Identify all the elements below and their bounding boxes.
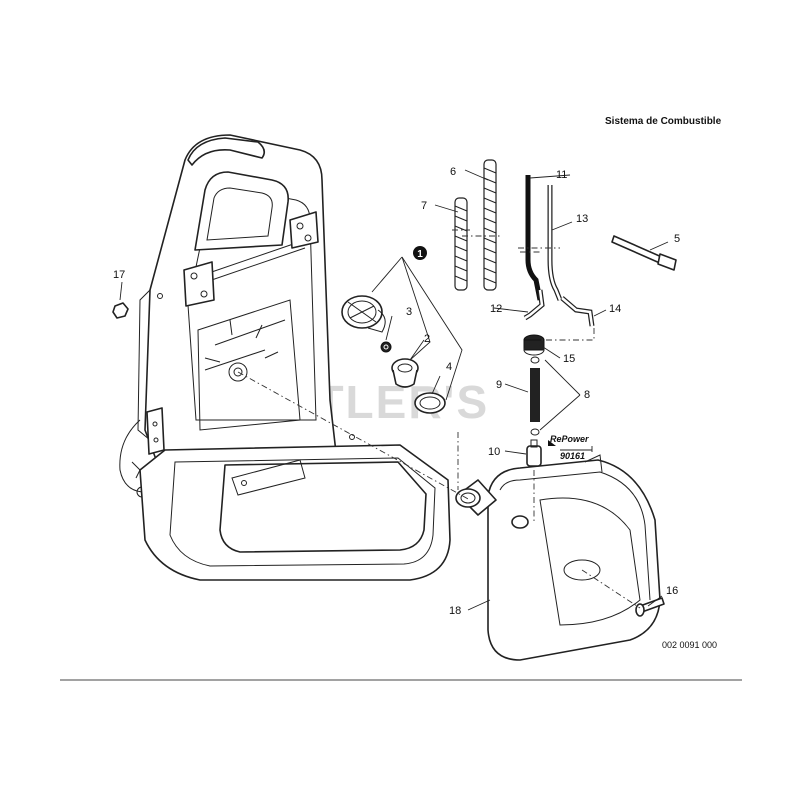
callout-18: 18 (449, 605, 461, 617)
callout-9: 9 (496, 379, 502, 391)
part-3-spring (380, 341, 392, 353)
grommet-15 (523, 334, 545, 356)
callout-13: 13 (576, 213, 588, 225)
part-17-nut (112, 302, 129, 319)
leader-lines (119, 169, 669, 611)
part-5-cable-tie (611, 235, 677, 271)
repower-brand: RePower (550, 434, 589, 444)
repower-number: 90161 (560, 451, 585, 461)
callout-17: 17 (113, 269, 125, 281)
callout-7: 7 (421, 200, 427, 212)
callout-label: 1 (417, 249, 423, 260)
fuel-line-13 (547, 185, 563, 301)
callout-4: 4 (446, 361, 452, 373)
elbow-12 (523, 289, 545, 321)
section-title: Sistema de Combustible (605, 116, 722, 127)
repower-badge: RePower 90161 (548, 434, 593, 461)
elbow-14 (560, 296, 595, 327)
callout-15: 15 (563, 353, 575, 365)
callout-16: 16 (666, 585, 678, 597)
fuel-line-9 (530, 356, 540, 436)
fuel-cap (341, 295, 386, 333)
callout-8: 8 (584, 389, 590, 401)
fuel-line-11 (525, 175, 543, 301)
spiral-sleeve-6 (483, 159, 497, 291)
assembly-lines (237, 229, 641, 609)
callout-badge (413, 246, 427, 260)
callout-11: 11 (556, 169, 567, 181)
callout-14: 14 (609, 303, 621, 315)
callout-3: 3 (406, 306, 412, 318)
backpack-frame (119, 134, 339, 498)
callout-2: 2 (424, 333, 430, 345)
repower-arrow-icon (548, 440, 556, 446)
part-2-strainer (391, 358, 419, 388)
diagram-code: 002 0091 000 (662, 640, 717, 650)
callout-5: 5 (674, 233, 680, 245)
base-tray (139, 434, 451, 581)
repower-prefix: Re (550, 434, 562, 444)
part-4-gasket (414, 392, 446, 414)
callout-10: 10 (488, 446, 500, 458)
callout-6: 6 (450, 166, 456, 178)
spiral-sleeve-7 (454, 197, 468, 291)
fuel-tank (455, 454, 661, 661)
repower-suffix: Power (562, 434, 590, 444)
callout-12: 12 (490, 303, 502, 315)
fuel-filter-10 (526, 439, 542, 467)
part-16-screw (635, 597, 665, 617)
callout-1: 1 (413, 246, 427, 260)
